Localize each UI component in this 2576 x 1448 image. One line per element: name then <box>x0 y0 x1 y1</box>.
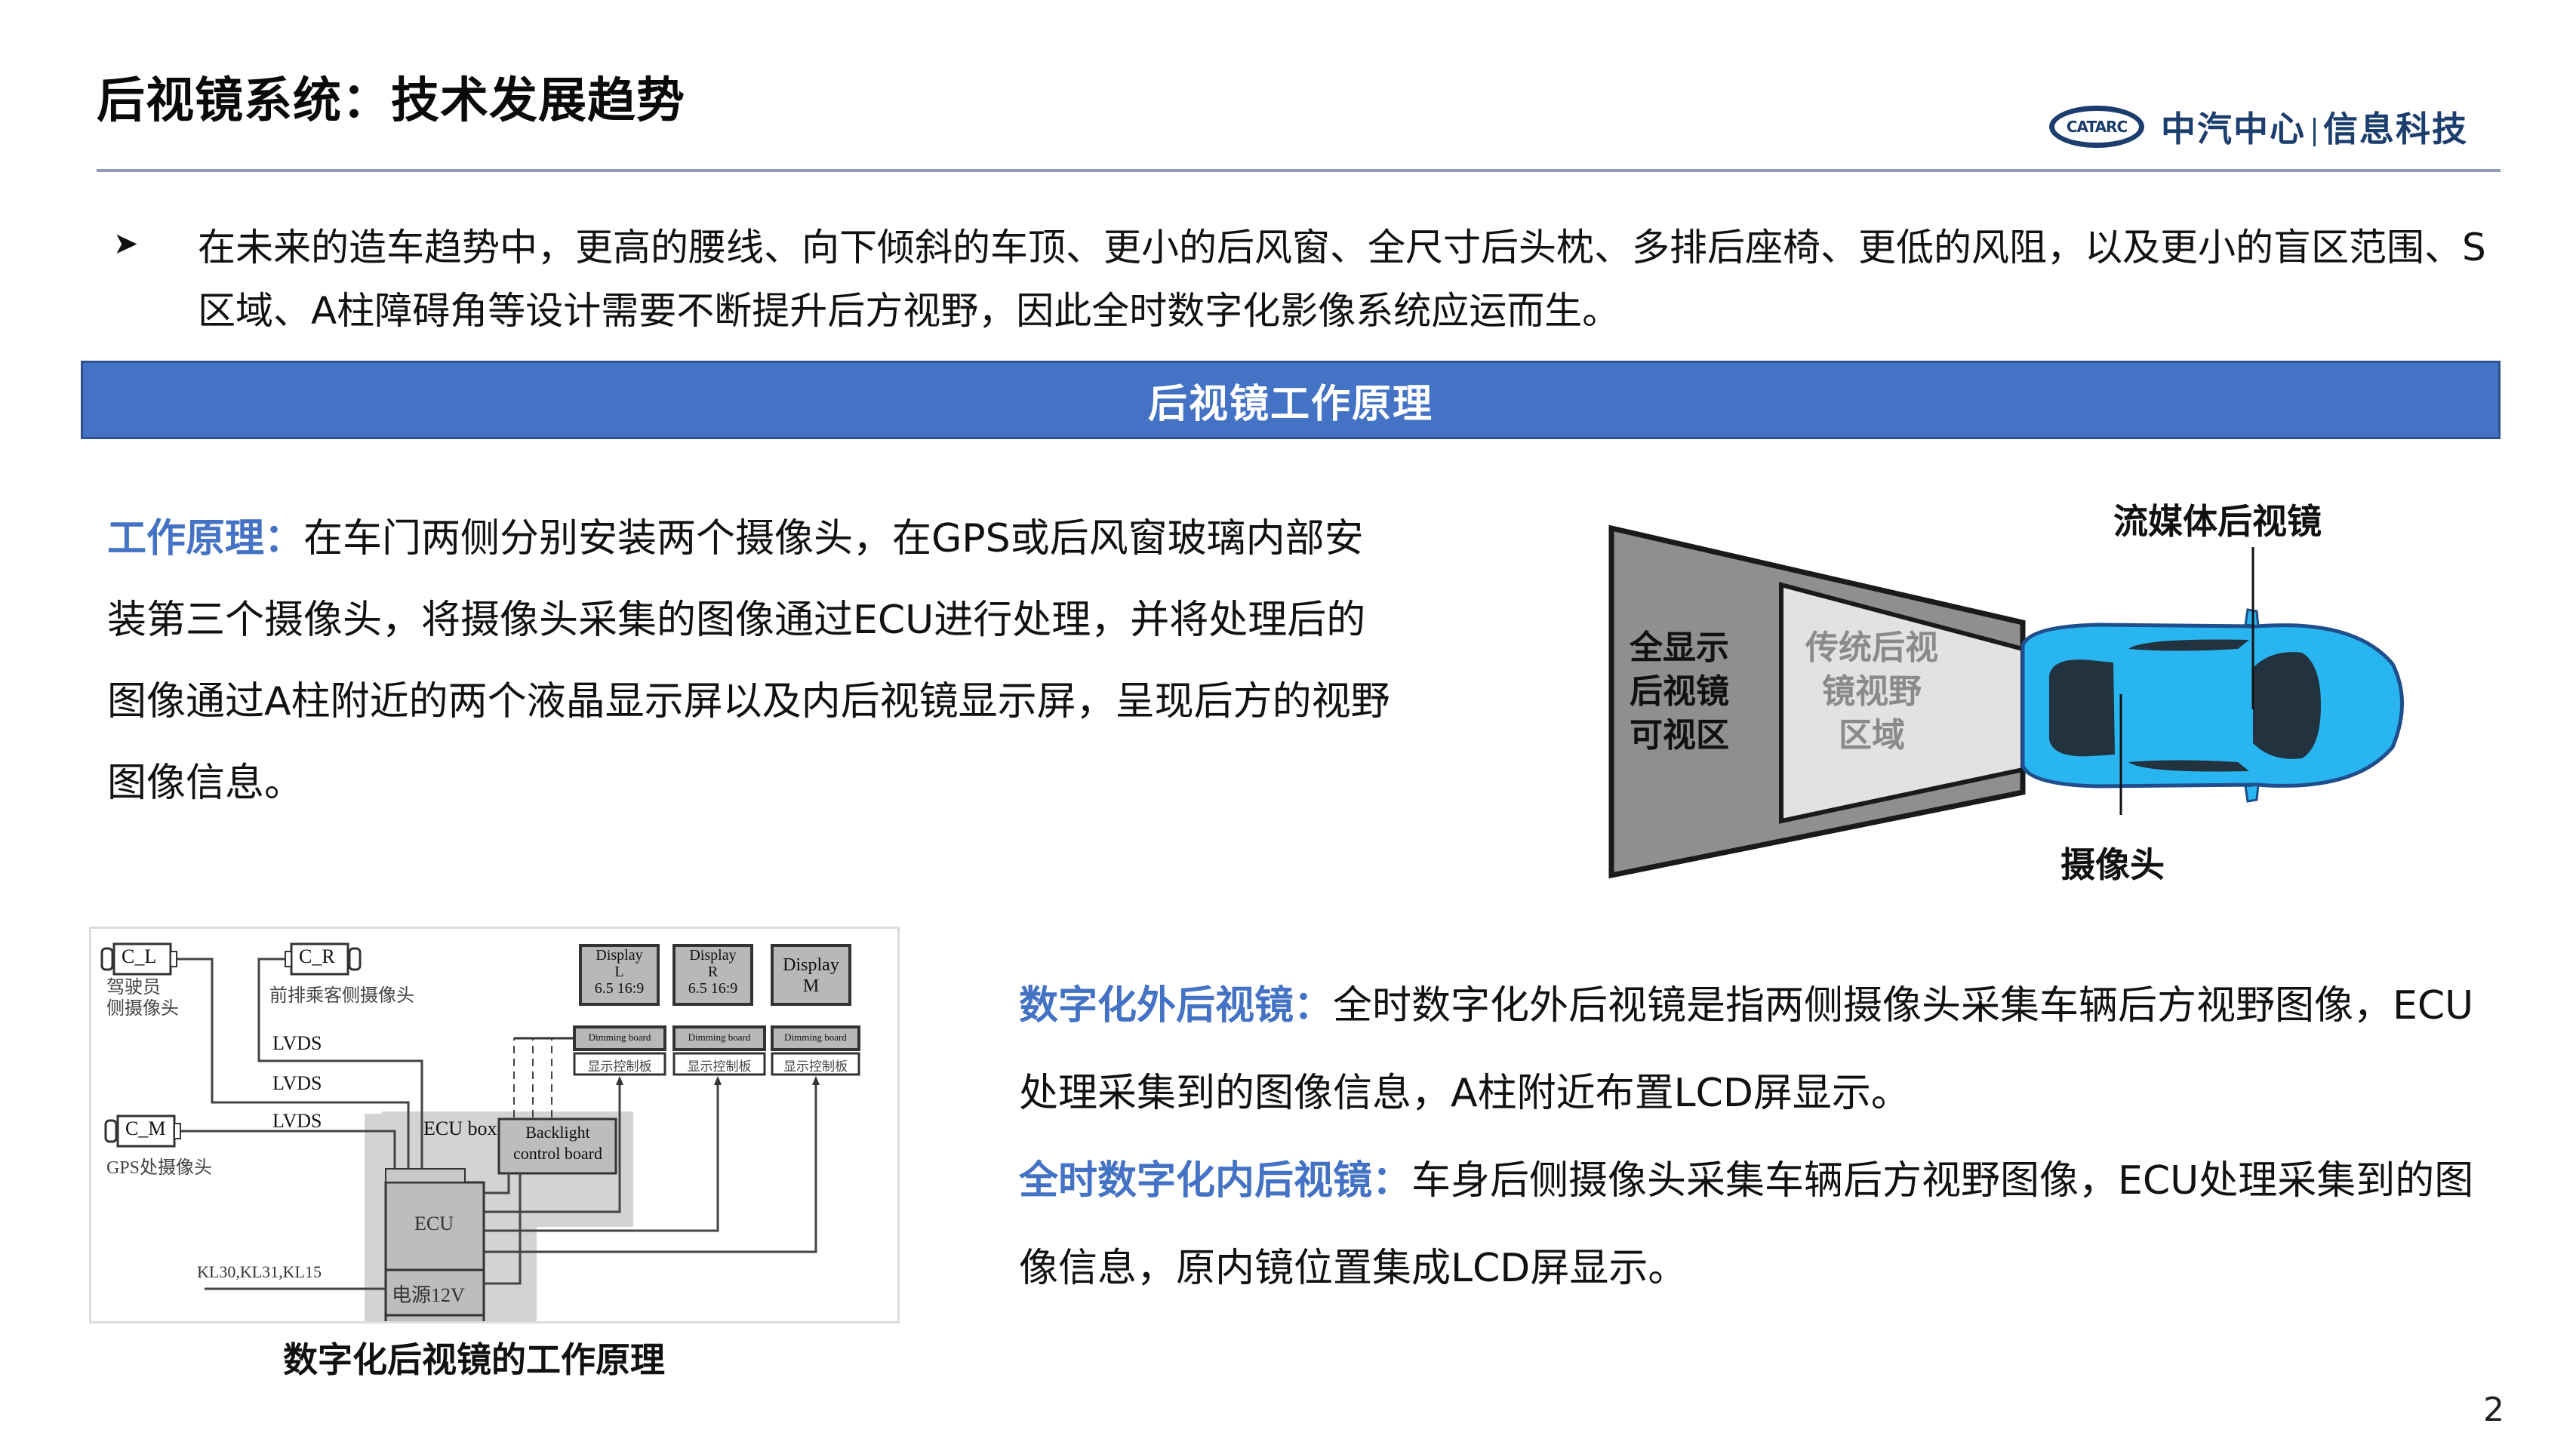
display-label-line: L <box>614 964 624 980</box>
logo-division: 信息科技 <box>2323 109 2468 149</box>
ecu-wiring-diagram: C_L 驾驶员 侧摄像头 C_R 前排乘客侧摄像头 C_M GPS处摄像头 LV… <box>89 927 900 1327</box>
ecu-box-label: ECU box <box>423 1118 497 1139</box>
fov-zones-graphic <box>1608 524 2404 879</box>
exterior-mirror-label: 数字化外后视镜： <box>1019 983 1334 1028</box>
dimming-board-label: Dimming board <box>784 1031 847 1043</box>
zone-label-line: 传统后视 <box>1805 629 1938 667</box>
backlight-label-line: control board <box>513 1144 602 1163</box>
link-label: LVDS <box>272 1110 322 1132</box>
diagram-caption: 数字化后视镜的工作原理 <box>283 1339 665 1380</box>
display-controller-label: 显示控制板 <box>587 1059 652 1074</box>
dimming-board-label: Dimming board <box>688 1031 751 1043</box>
principle-text: 在车门两侧分别安装两个摄像头，在GPS或后风窗玻璃内部安装第三个摄像头，将摄像头… <box>107 516 1390 806</box>
power-label: 电源12V <box>392 1284 465 1306</box>
camera-cr-id: C_R <box>299 945 335 967</box>
display-label-line: Display <box>783 955 839 975</box>
camera-label-line: 驾驶员 <box>106 978 161 998</box>
principle-label: 工作原理： <box>107 516 304 561</box>
camera-cm-label: GPS处摄像头 <box>106 1158 213 1178</box>
backlight-label-line: Backlight <box>525 1123 590 1142</box>
display-l-label: Display L 6.5 16:9 <box>580 947 658 997</box>
display-controller-label: 显示控制板 <box>687 1059 752 1074</box>
camera-cr-label: 前排乘客侧摄像头 <box>269 986 414 1006</box>
camera-cm-id: C_M <box>125 1118 166 1139</box>
backlight-board-label: Backlight control board <box>505 1122 611 1164</box>
page-title: 后视镜系统：技术发展趋势 <box>97 73 685 129</box>
camera-cl-id: C_L <box>122 945 157 967</box>
camera-cl-label: 驾驶员 侧摄像头 <box>106 977 179 1019</box>
zone-label-line: 后视镜 <box>1630 672 1729 711</box>
intro-bullet: ➤ 在未来的造车趋势中，更高的腰线、向下倾斜的车顶、更小的后风窗、全尺寸后头枕、… <box>113 216 2491 343</box>
field-of-view-figure: 全显示 后视镜 可视区 传统后视 镜视野 区域 流媒体后视镜 摄像头 <box>1600 501 2430 905</box>
streaming-mirror-callout: 流媒体后视镜 <box>2113 501 2322 542</box>
zone-label-line: 区域 <box>1839 716 1905 755</box>
section-banner: 后视镜工作原理 <box>81 361 2501 439</box>
exterior-mirror-description: 数字化外后视镜：全时数字化外后视镜是指两侧摄像头采集车辆后方视野图像，ECU处理… <box>1019 962 2498 1137</box>
interior-mirror-text: 车身后侧摄像头采集车辆后方视野图像，ECU处理采集到的图像信息，原内镜位置集成L… <box>1019 1158 2474 1291</box>
link-label: LVDS <box>272 1032 322 1054</box>
page-number: 2 <box>2483 1391 2504 1429</box>
ecu-label: ECU <box>414 1213 454 1234</box>
display-label-line: R <box>707 964 719 980</box>
traditional-zone-label: 传统后视 镜视野 区域 <box>1796 626 1947 758</box>
intro-text: 在未来的造车趋势中，更高的腰线、向下倾斜的车顶、更小的后风窗、全尺寸后头枕、多排… <box>198 226 2486 333</box>
mirror-descriptions: 数字化外后视镜：全时数字化外后视镜是指两侧摄像头采集车辆后方视野图像，ECU处理… <box>1019 962 2498 1312</box>
car-top-view-icon <box>2020 608 2404 803</box>
full-display-zone-label: 全显示 后视镜 可视区 <box>1623 626 1736 758</box>
display-label-line: 6.5 16:9 <box>688 980 738 997</box>
zone-label-line: 全显示 <box>1630 629 1729 667</box>
working-principle: 工作原理：在车门两侧分别安装两个摄像头，在GPS或后风窗玻璃内部安装第三个摄像头… <box>107 498 1390 824</box>
wiring-graphic <box>100 942 860 1327</box>
logo-divider <box>2313 117 2316 146</box>
exterior-mirror-text: 全时数字化外后视镜是指两侧摄像头采集车辆后方视野图像，ECU处理采集到的图像信息… <box>1019 983 2474 1116</box>
display-m-label: Display M <box>772 955 850 997</box>
display-label-line: M <box>802 976 820 996</box>
interior-mirror-label: 全时数字化内后视镜： <box>1019 1158 1412 1204</box>
header-divider <box>97 169 2501 172</box>
logo-text: 中汽中心信息科技 <box>2161 102 2468 152</box>
zone-label-line: 可视区 <box>1630 716 1729 755</box>
camera-callout: 摄像头 <box>2060 844 2165 885</box>
camera-label-line: 侧摄像头 <box>106 999 179 1019</box>
interior-mirror-description: 全时数字化内后视镜：车身后侧摄像头采集车辆后方视野图像，ECU处理采集到的图像信… <box>1019 1137 2498 1312</box>
logo-org-name: 中汽中心 <box>2161 109 2306 149</box>
display-controller-label: 显示控制板 <box>783 1059 848 1074</box>
banner-title: 后视镜工作原理 <box>1147 381 1433 427</box>
power-input-label: KL30,KL31,KL15 <box>197 1262 322 1281</box>
display-label-line: 6.5 16:9 <box>594 980 645 997</box>
link-label: LVDS <box>272 1072 322 1094</box>
arrowhead-bullet-icon: ➤ <box>113 226 139 261</box>
company-logo: CATARC 中汽中心信息科技 <box>2049 97 2468 157</box>
display-r-label: Display R 6.5 16:9 <box>674 947 752 997</box>
display-label-line: Display <box>689 947 737 964</box>
zone-label-line: 镜视野 <box>1822 672 1922 711</box>
dimming-board-label: Dimming board <box>588 1031 651 1043</box>
display-label-line: Display <box>596 947 643 964</box>
catarc-emblem-icon: CATARC <box>2049 106 2144 148</box>
